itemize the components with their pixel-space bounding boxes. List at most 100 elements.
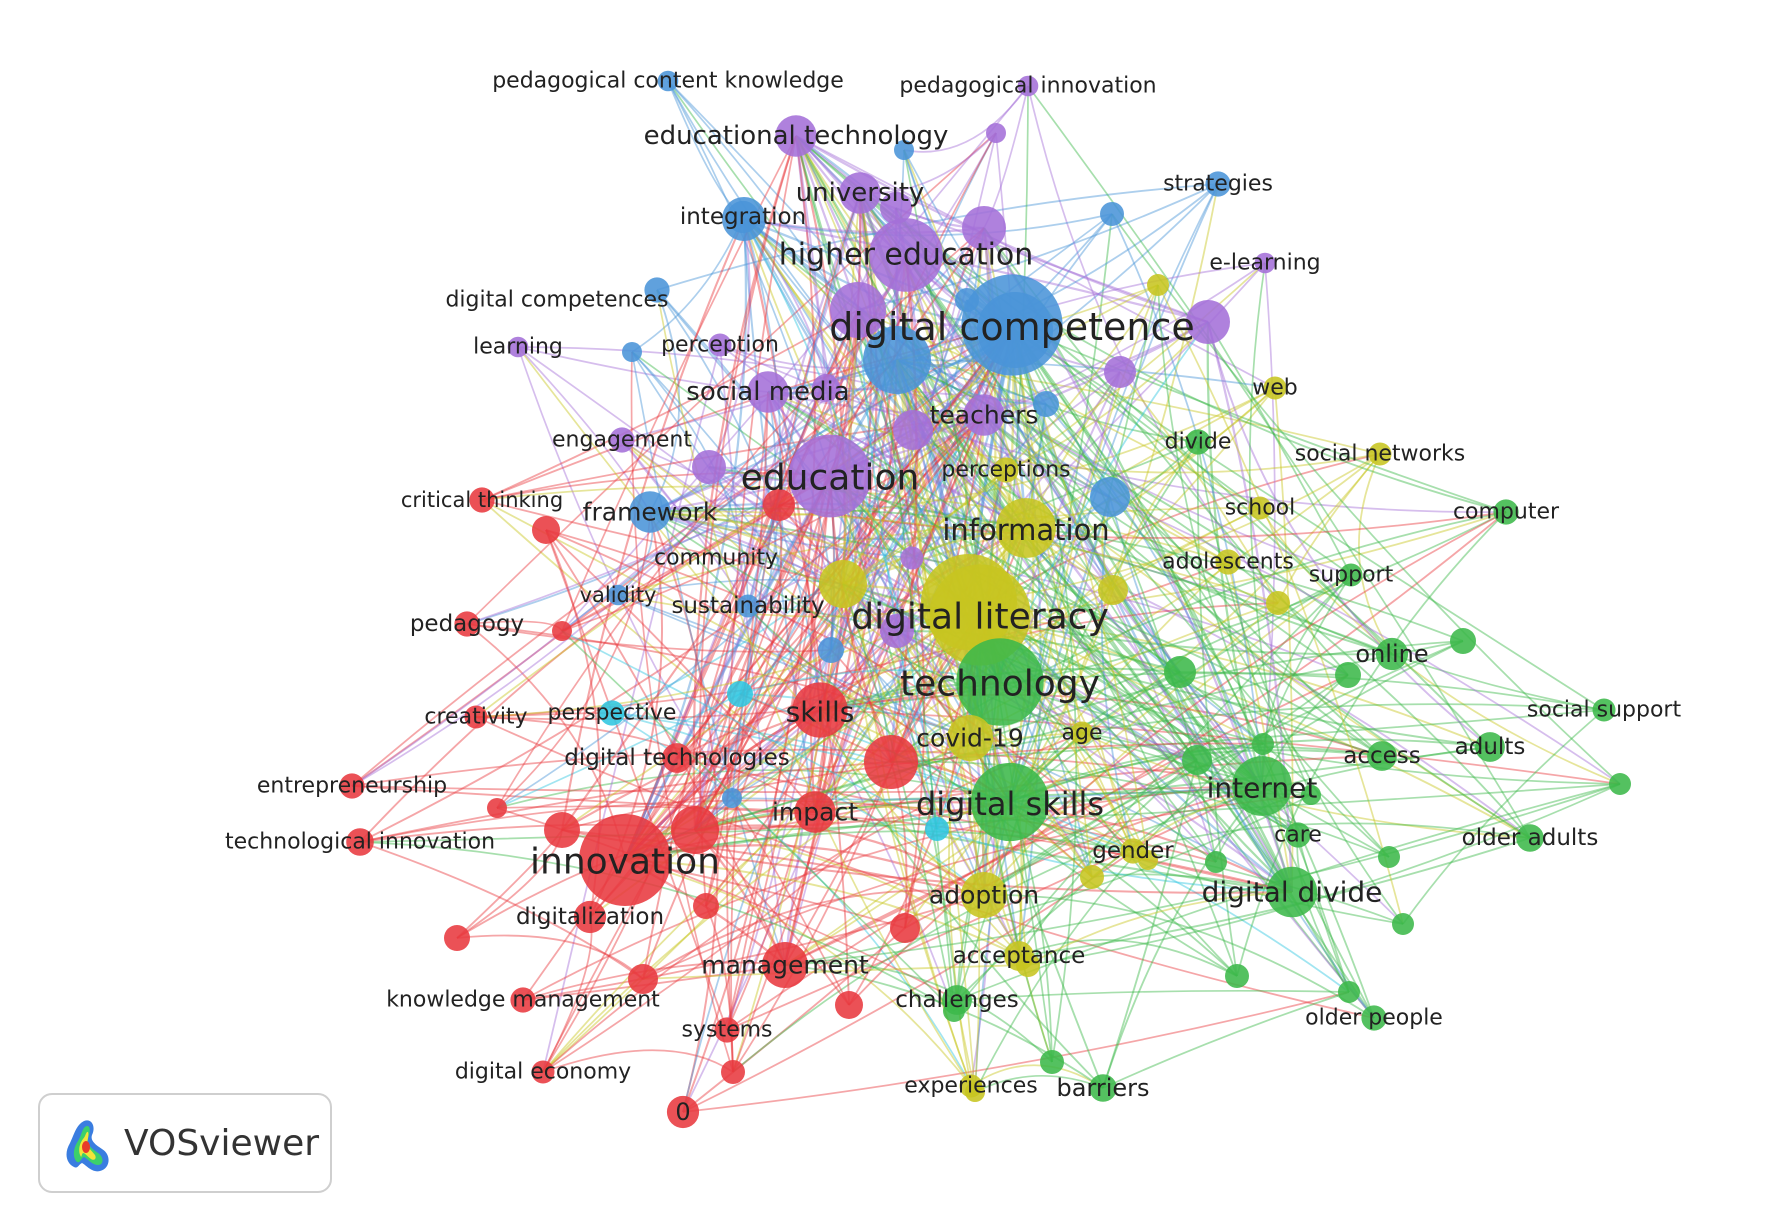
- node-innovation[interactable]: [579, 814, 671, 906]
- node-perception[interactable]: [708, 333, 732, 357]
- node-0[interactable]: [666, 1095, 700, 1129]
- node-extra-25[interactable]: [819, 560, 867, 608]
- node-age[interactable]: [1070, 721, 1094, 745]
- node-creativity[interactable]: [464, 705, 488, 729]
- node-validity[interactable]: [607, 584, 629, 606]
- node-learning[interactable]: [507, 336, 529, 358]
- node-extra-1[interactable]: [880, 192, 912, 224]
- node-extra-13[interactable]: [893, 410, 933, 450]
- node-label-validity[interactable]: validity: [580, 583, 657, 607]
- node-label-acceptance[interactable]: acceptance: [953, 943, 1086, 969]
- node-extra-14[interactable]: [1033, 391, 1059, 417]
- node-label-entrepreneurship[interactable]: entrepreneurship: [257, 774, 447, 799]
- node-university[interactable]: [839, 172, 881, 214]
- node-label-digitalization[interactable]: digitalization: [516, 904, 664, 930]
- node-adoption[interactable]: [961, 872, 1007, 918]
- node-extra-40[interactable]: [925, 817, 949, 841]
- node-label-adoption[interactable]: adoption: [929, 881, 1039, 910]
- node-older-people[interactable]: [1361, 1005, 1387, 1031]
- node-extra-21[interactable]: [727, 681, 753, 707]
- node-label-adults[interactable]: adults: [1455, 734, 1526, 760]
- node-label-education[interactable]: education: [741, 458, 920, 499]
- node-digital-competences[interactable]: [644, 277, 670, 303]
- node-digitalization[interactable]: [573, 900, 607, 934]
- node-pedagogical-innovation[interactable]: [1017, 75, 1039, 97]
- node-label-learning[interactable]: learning: [473, 335, 563, 360]
- node-label-digital-literacy[interactable]: digital literacy: [851, 597, 1109, 638]
- node-skills[interactable]: [792, 682, 848, 738]
- node-extra-26[interactable]: [1098, 575, 1128, 605]
- node-adults[interactable]: [1475, 732, 1505, 762]
- node-educational-technology[interactable]: [775, 115, 817, 157]
- node-extra-46[interactable]: [1392, 913, 1414, 935]
- node-label-pedagogical-innovation[interactable]: pedagogical innovation: [899, 74, 1156, 99]
- node-digital-technologies[interactable]: [662, 743, 692, 773]
- node-label-social-support[interactable]: social support: [1527, 698, 1682, 723]
- node-label-engagement[interactable]: engagement: [552, 428, 692, 453]
- node-label-adolescents[interactable]: adolescents: [1162, 550, 1294, 575]
- node-extra-41[interactable]: [1164, 656, 1196, 688]
- node-information[interactable]: [996, 498, 1056, 558]
- node-extra-9[interactable]: [1186, 300, 1230, 344]
- node-label-technology[interactable]: technology: [900, 664, 1100, 705]
- node-extra-22[interactable]: [818, 637, 844, 663]
- node-extra-20[interactable]: [552, 621, 572, 641]
- node-label-knowledge-management[interactable]: knowledge management: [386, 988, 660, 1013]
- node-care[interactable]: [1285, 822, 1311, 848]
- node-critical-thinking[interactable]: [469, 487, 495, 513]
- node-label-digital-economy[interactable]: digital economy: [455, 1060, 631, 1085]
- node-extra-39[interactable]: [722, 788, 742, 808]
- node-extra-57[interactable]: [1252, 733, 1274, 755]
- node-extra-55[interactable]: [965, 1082, 985, 1102]
- node-extra-47[interactable]: [1225, 964, 1249, 988]
- node-extra-36[interactable]: [628, 964, 658, 994]
- node-perspective[interactable]: [599, 700, 625, 726]
- node-extra-7[interactable]: [863, 326, 931, 394]
- node-web[interactable]: [1263, 376, 1287, 400]
- node-extra-29[interactable]: [864, 735, 918, 789]
- node-label-older-people[interactable]: older people: [1305, 1006, 1443, 1031]
- node-e-learning[interactable]: [1254, 252, 1276, 274]
- node-internet[interactable]: [1232, 756, 1292, 816]
- node-entrepreneurship[interactable]: [339, 773, 365, 799]
- node-digital-divide[interactable]: [1266, 866, 1318, 918]
- node-extra-10[interactable]: [1104, 356, 1136, 388]
- node-extra-4[interactable]: [894, 140, 914, 160]
- node-label-support[interactable]: support: [1309, 563, 1394, 588]
- node-label-gender[interactable]: gender: [1092, 838, 1174, 864]
- node-label-skills[interactable]: skills: [786, 696, 855, 729]
- node-extra-49[interactable]: [1609, 773, 1631, 795]
- node-label-integration[interactable]: integration: [680, 204, 806, 230]
- node-label-innovation[interactable]: innovation: [530, 842, 720, 883]
- node-extra-45[interactable]: [1378, 846, 1400, 868]
- node-adolescents[interactable]: [1215, 549, 1241, 575]
- node-label-e-learning[interactable]: e-learning: [1209, 251, 1320, 276]
- node-framework[interactable]: [629, 491, 671, 533]
- node-label-framework[interactable]: framework: [583, 498, 718, 527]
- node-extra-32[interactable]: [487, 798, 507, 818]
- node-label-web[interactable]: web: [1252, 376, 1298, 401]
- node-pedagogy[interactable]: [454, 611, 480, 637]
- node-social-media[interactable]: [747, 371, 789, 413]
- node-label-creativity[interactable]: creativity: [424, 705, 527, 730]
- node-extra-17[interactable]: [622, 342, 642, 362]
- node-extra-52[interactable]: [1080, 865, 1104, 889]
- node-management[interactable]: [762, 942, 808, 988]
- node-school[interactable]: [1248, 496, 1272, 520]
- node-education[interactable]: [788, 434, 872, 518]
- node-label-perception[interactable]: perception: [661, 333, 779, 358]
- node-social-support[interactable]: [1592, 698, 1616, 722]
- node-extra-53[interactable]: [1138, 850, 1158, 870]
- node-community[interactable]: [900, 546, 924, 570]
- node-access[interactable]: [1367, 741, 1397, 771]
- node-label-pedagogical-content-knowledge[interactable]: pedagogical content knowledge: [492, 69, 844, 94]
- node-strategies[interactable]: [1205, 171, 1231, 197]
- node-pedagogical-content-knowledge[interactable]: [657, 70, 679, 92]
- node-label-covid-19[interactable]: covid-19: [916, 724, 1023, 753]
- node-extra-23[interactable]: [880, 614, 914, 648]
- node-label-challenges[interactable]: challenges: [895, 987, 1019, 1013]
- node-extra-34[interactable]: [693, 893, 719, 919]
- node-label-pedagogy[interactable]: pedagogy: [410, 611, 524, 637]
- node-label-information[interactable]: information: [942, 513, 1109, 547]
- node-label-educational-technology[interactable]: educational technology: [644, 121, 949, 151]
